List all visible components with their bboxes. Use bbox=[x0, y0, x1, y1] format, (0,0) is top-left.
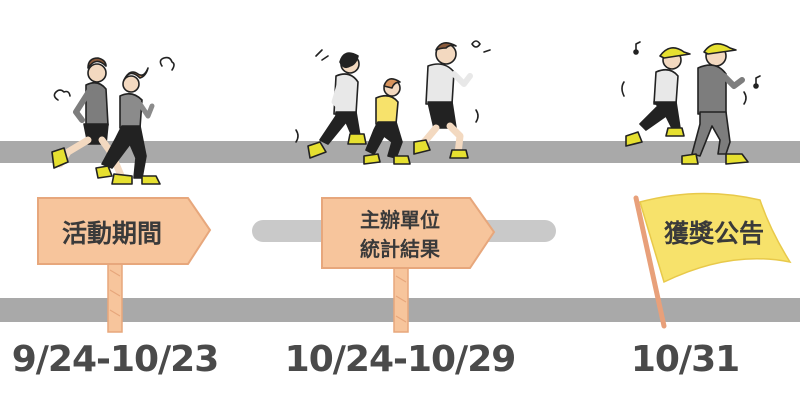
flag-pole bbox=[633, 195, 667, 329]
sign-2-board bbox=[321, 197, 496, 269]
flag-cloth bbox=[639, 192, 792, 284]
date-stage-3: 10/31 bbox=[630, 339, 740, 380]
runner-couple-icon bbox=[51, 56, 175, 185]
flag-icon: 獲獎公告 bbox=[633, 192, 792, 329]
runner-family-icon bbox=[295, 40, 491, 165]
sign-1-board bbox=[37, 197, 212, 265]
wooden-sign-icon: 主辦單位 統計結果 bbox=[321, 197, 496, 333]
runner-pair-caps-icon bbox=[621, 41, 761, 165]
sign-2-label-line2: 統計結果 bbox=[360, 237, 440, 261]
sign-2-label-line1: 主辦單位 bbox=[360, 208, 440, 232]
sign-1-post bbox=[107, 257, 123, 333]
wooden-sign-icon: 活動期間 bbox=[37, 197, 212, 333]
date-stage-1: 9/24-10/23 bbox=[11, 339, 220, 380]
date-stage-2: 10/24-10/29 bbox=[284, 339, 517, 380]
top-road-bar bbox=[0, 141, 800, 163]
sign-1-label: 活動期間 bbox=[62, 219, 162, 248]
flag-label: 獲獎公告 bbox=[664, 219, 764, 248]
